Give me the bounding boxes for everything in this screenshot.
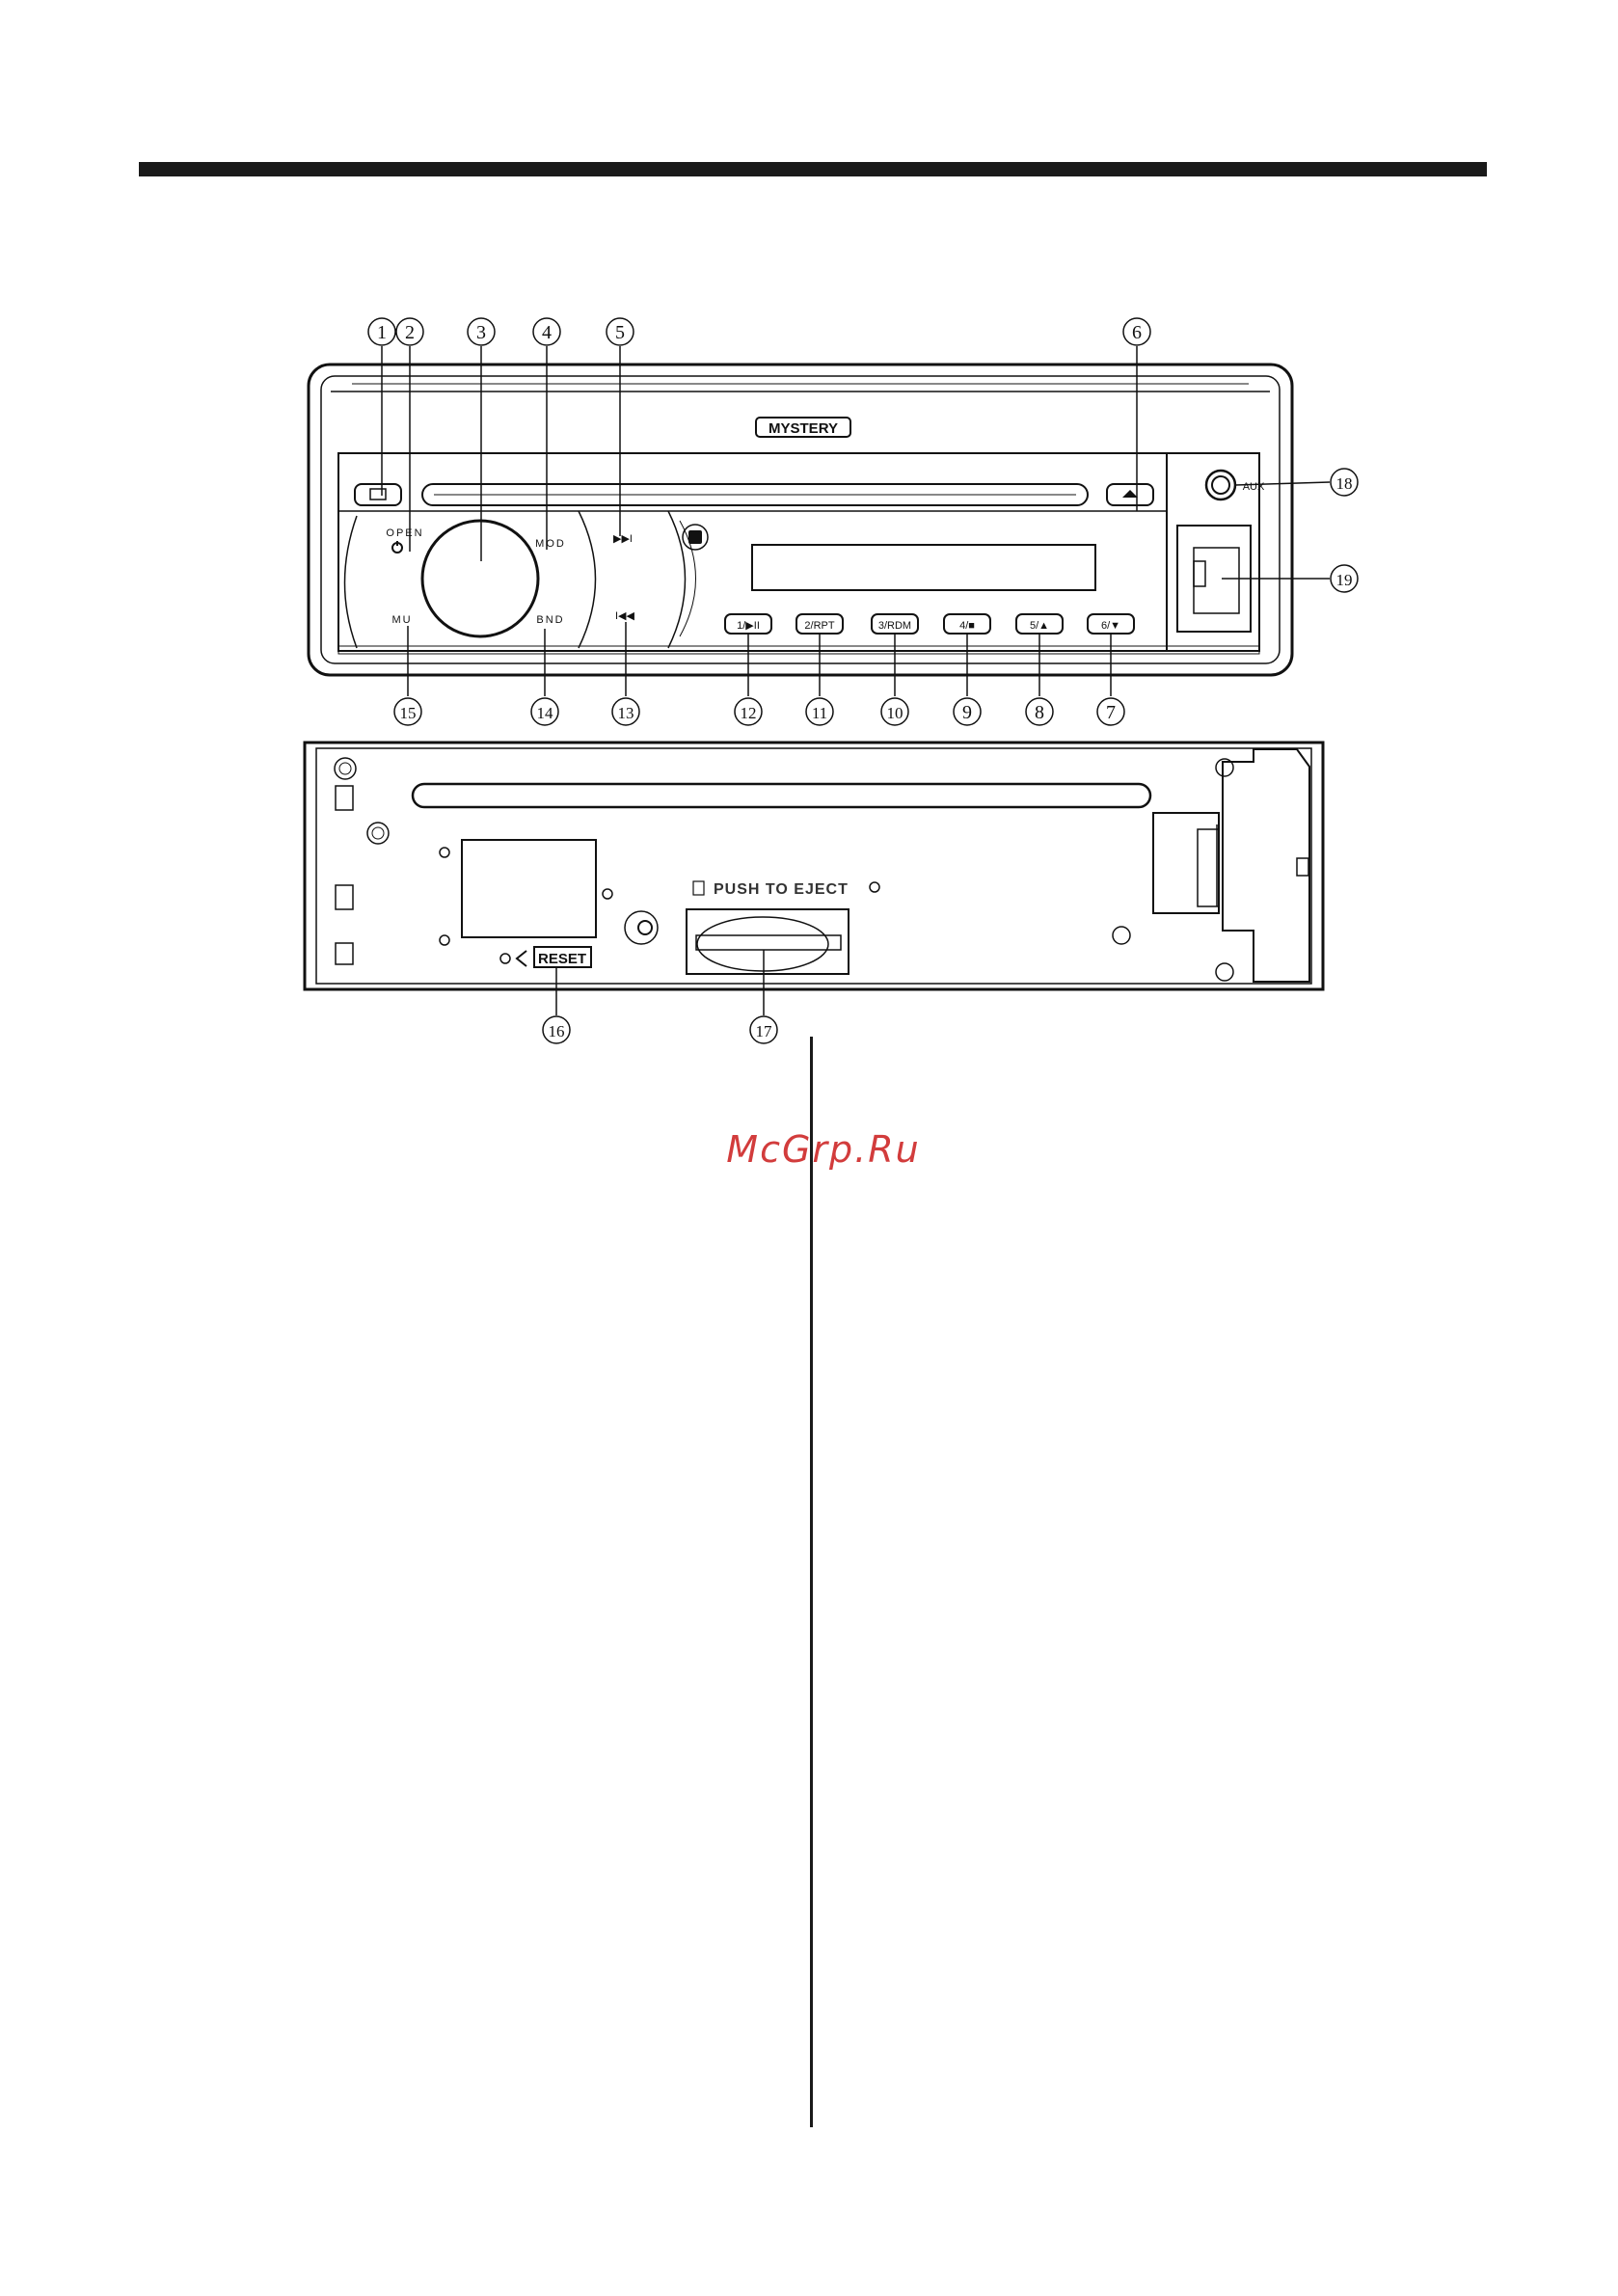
- power-icon: [392, 541, 402, 553]
- callout-10: 10: [887, 704, 903, 722]
- volume-knob[interactable]: [422, 521, 538, 636]
- preset-label: 1/▶II: [737, 620, 760, 632]
- preset-label: 6/▼: [1101, 620, 1120, 632]
- preset-label: 3/RDM: [878, 620, 911, 632]
- callout-12: 12: [741, 704, 757, 722]
- preset-label: 2/RPT: [804, 620, 834, 632]
- callout-7: 7: [1106, 702, 1116, 723]
- callout-5: 5: [615, 322, 625, 343]
- front-panel: MYSTERY OPEN MOD MU BND ▶▶I I◀◀: [309, 365, 1292, 675]
- callout-17: 17: [756, 1022, 773, 1040]
- callout-18: 18: [1336, 474, 1353, 493]
- mod-button[interactable]: MOD: [535, 538, 566, 550]
- callout-11: 11: [812, 704, 827, 722]
- band-button[interactable]: BND: [536, 614, 564, 626]
- preset-label: 4/■: [959, 620, 975, 632]
- aux-label: AUX: [1243, 481, 1265, 493]
- open-label: OPEN: [386, 527, 423, 539]
- callout-8: 8: [1035, 702, 1044, 723]
- preset-label: 5/▲: [1030, 620, 1049, 632]
- callout-16: 16: [549, 1022, 565, 1040]
- callout-4: 4: [542, 322, 552, 343]
- callout-1: 1: [377, 322, 387, 343]
- callout-9: 9: [962, 702, 972, 723]
- aux-jack-icon[interactable]: [1206, 471, 1235, 500]
- release-button[interactable]: [355, 484, 401, 505]
- rear-disc-slot: [413, 784, 1150, 807]
- lcd-display: [752, 545, 1095, 590]
- release-icon: [370, 489, 386, 500]
- push-to-eject-label: PUSH TO EJECT: [714, 881, 849, 898]
- eject-icon: [1122, 490, 1138, 498]
- callout-13: 13: [618, 704, 634, 722]
- preset-buttons: 1/▶II 2/RPT 3/RDM 4/■ 5/▲ 6/▼: [725, 614, 1134, 634]
- callout-14: 14: [537, 704, 554, 722]
- mute-button[interactable]: MU: [391, 614, 412, 626]
- callout-19: 19: [1336, 571, 1353, 589]
- prev-track-icon[interactable]: I◀◀: [615, 610, 635, 622]
- brand-logo-text: MYSTERY: [769, 420, 838, 437]
- callout-15: 15: [400, 704, 417, 722]
- callout-2: 2: [405, 322, 415, 343]
- reset-label: RESET: [538, 951, 586, 967]
- card-slot[interactable]: [687, 909, 849, 974]
- rear-panel: RESET PUSH TO EJECT: [305, 743, 1323, 989]
- callout-3: 3: [476, 322, 486, 343]
- callout-6: 6: [1132, 322, 1142, 343]
- next-track-icon[interactable]: ▶▶I: [613, 533, 633, 545]
